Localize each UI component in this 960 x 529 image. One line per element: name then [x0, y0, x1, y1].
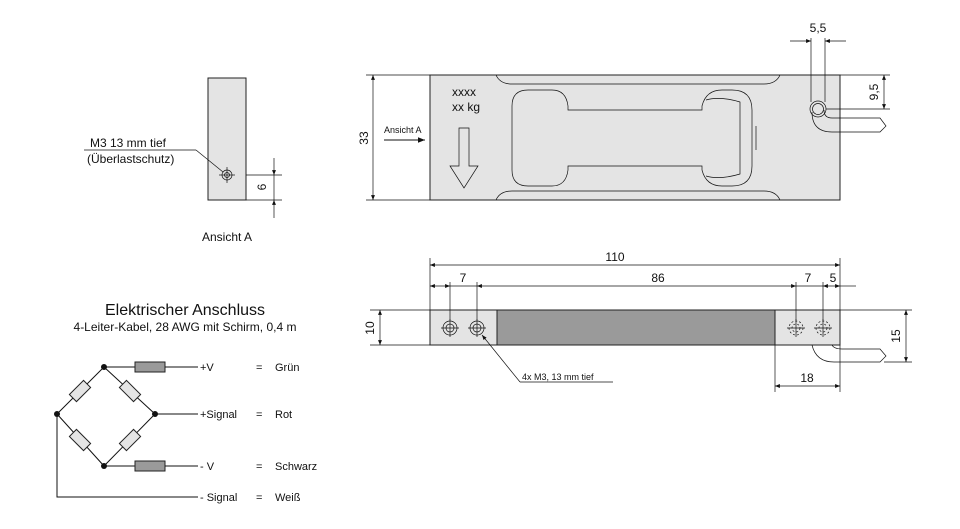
side-view: M3 13 mm tief (Überlastschutz) 6 Ansicht… — [84, 77, 282, 244]
cable-front — [811, 344, 887, 363]
top-dim-hole-offset: 9,5 — [867, 83, 881, 100]
thread-note: (Überlastschutz) — [87, 152, 174, 166]
front-hole-1 — [441, 319, 459, 337]
wire-color: Weiß — [275, 492, 301, 504]
thread-label: M3 13 mm tief — [90, 136, 167, 150]
side-view-thread-hole — [219, 167, 235, 183]
wire-row-1: +V = Grün — [200, 362, 299, 374]
front-hole-2 — [468, 319, 486, 337]
front-dim-cable: 18 — [800, 371, 814, 385]
front-hole-4 — [814, 319, 832, 337]
wire-signal: - V — [200, 461, 215, 473]
wheatstone-bridge — [54, 364, 158, 469]
front-dim-right: 7 — [805, 271, 812, 285]
connection-title: Elektrischer Anschluss — [105, 302, 265, 319]
top-dim-hole-dia: 5,5 — [810, 21, 827, 35]
front-dim-left: 7 — [460, 271, 467, 285]
front-view: 110 7 86 7 5 10 15 18 4x M3, 13 mm tie — [363, 250, 912, 392]
side-view-caption: Ansicht A — [202, 230, 252, 244]
wire-row-3: - V = Schwarz — [200, 461, 317, 473]
top-label-line2: xx kg — [452, 100, 480, 114]
wire-eq: = — [256, 409, 262, 421]
front-hole-3 — [787, 319, 805, 337]
load-direction-arrow — [449, 127, 479, 189]
front-dim-height: 10 — [363, 321, 377, 335]
connection-subtitle: 4-Leiter-Kabel, 28 AWG mit Schirm, 0,4 m — [74, 320, 297, 334]
front-dim-edge: 5 — [830, 271, 837, 285]
top-label-line1: xxxx — [452, 85, 476, 99]
top-dim-height: 33 — [357, 131, 371, 145]
front-view-strain-gauge-area — [496, 309, 776, 346]
wire-eq: = — [256, 362, 262, 374]
electrical-connection: Elektrischer Anschluss 4-Leiter-Kabel, 2… — [54, 302, 317, 504]
view-arrow-label: Ansicht A — [384, 125, 422, 135]
cable-top — [811, 109, 887, 133]
front-dim-mid: 86 — [651, 271, 665, 285]
front-holes-label: 4x M3, 13 mm tief — [522, 372, 594, 382]
wire-eq: = — [256, 461, 262, 473]
wire-row-2: +Signal = Rot — [200, 409, 292, 421]
resistor-minus-v — [134, 460, 166, 472]
wire-color: Schwarz — [275, 461, 317, 473]
wire-color: Grün — [275, 362, 299, 374]
front-dim-total: 110 — [605, 250, 624, 264]
resistor-plus-v — [134, 361, 166, 373]
top-view-body — [429, 74, 841, 201]
wire-signal: - Signal — [200, 492, 237, 504]
wire-signal: +V — [200, 362, 214, 374]
front-dim-height-right: 15 — [889, 329, 903, 343]
wire-eq: = — [256, 492, 262, 504]
top-view: xxxx xx kg Ansicht A 33 5,5 9,5 — [357, 21, 890, 201]
bending-beam-cutout — [511, 89, 753, 187]
wire-row-4: - Signal = Weiß — [200, 492, 301, 504]
wire-signal: +Signal — [200, 409, 237, 421]
wire-color: Rot — [275, 409, 292, 421]
side-dim-height: 6 — [255, 183, 269, 190]
